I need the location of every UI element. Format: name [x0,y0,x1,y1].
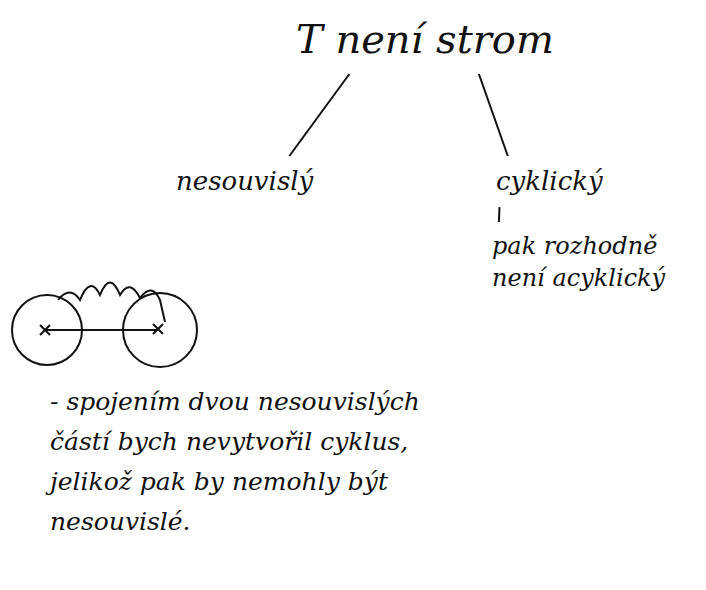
vertex-mark [40,325,50,335]
branch-line [289,74,349,156]
root-statement: T není strom [290,8,560,70]
branch-text: nesouvislý [170,160,319,203]
cycle-squiggle [58,283,165,323]
branch-line [498,207,501,222]
vertex-mark [153,324,163,334]
handwritten-text: cyklický [496,164,603,199]
handwritten-text: pak rozhodně není acyklický [492,230,695,295]
joining-edge [45,329,158,331]
note-text: - spojením dvou nesouvislých částí bych … [50,382,470,542]
branch-text: cyklický [490,160,609,203]
handwritten-text: T není strom [296,12,554,66]
handwritten-text: nesouvislý [176,164,313,199]
branch-line [479,74,508,156]
branch-text: pak rozhodně není acyklický [486,226,701,299]
